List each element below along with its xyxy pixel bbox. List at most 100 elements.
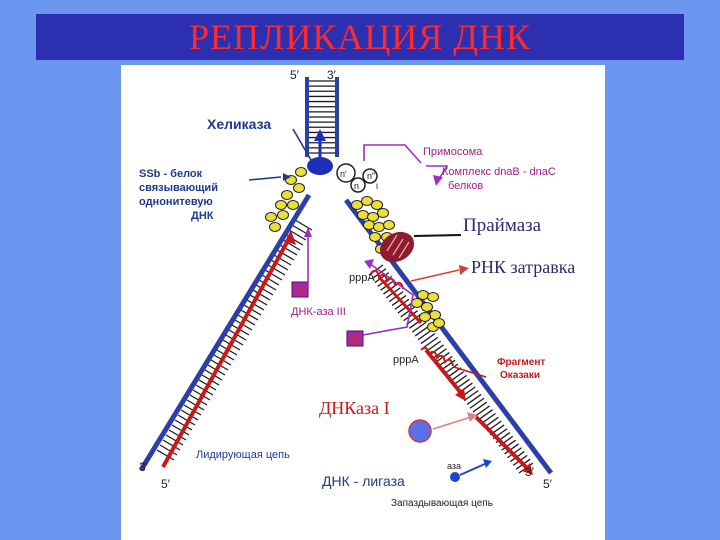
base-pair-rung — [174, 419, 193, 431]
base-pair-rung — [432, 348, 447, 360]
base-pair-rung — [156, 449, 175, 461]
base-pair-rung — [159, 444, 178, 456]
rna-primer-1 — [370, 269, 404, 290]
dnase-i-icon — [408, 419, 432, 443]
label-3-prime-left: 3′ — [139, 460, 149, 474]
label-complex-2: белков — [448, 180, 483, 192]
ssb-protein-dot — [371, 200, 383, 210]
ssb-protein-dot — [369, 232, 381, 242]
label-5-prime-right: 5′ — [543, 477, 553, 491]
base-pair-rung — [264, 269, 283, 281]
helicase-arrowhead — [314, 129, 326, 141]
helicase-label-pointer — [292, 128, 312, 161]
leading-new-strand — [161, 234, 293, 468]
base-pair-rung — [406, 313, 421, 326]
base-pair-rung — [475, 405, 491, 417]
ssb-protein-dot — [281, 190, 293, 200]
ssb-protein-dot — [275, 200, 287, 210]
label-primosome: Примосома — [423, 146, 483, 158]
ssb-protein-dot — [357, 210, 369, 220]
label-ssb-3: однонитевую — [139, 196, 213, 208]
base-pair-rung — [423, 336, 439, 348]
ssb-protein-dot — [433, 318, 445, 328]
lagging-fragment-2 — [424, 348, 463, 395]
base-pair-rung — [243, 304, 262, 316]
base-pair-rung — [240, 309, 259, 321]
primase-stripes — [386, 234, 410, 259]
ssb-protein-dot — [361, 196, 373, 206]
base-pair-rung — [420, 333, 436, 345]
ssb-protein-dot — [427, 292, 439, 302]
base-pair-rung — [246, 299, 265, 311]
base-pair-rung — [252, 289, 271, 301]
page-title: РЕПЛИКАЦИЯ ДНК — [188, 17, 531, 57]
base-pair-rung — [294, 219, 313, 231]
label-5-prime-top: 5′ — [290, 68, 300, 82]
label-ssb-4: ДНК — [191, 210, 214, 222]
ssb-label-pointer — [248, 176, 282, 181]
ssb-protein-dot — [277, 210, 289, 220]
base-pair-rung — [397, 302, 413, 314]
label-helicase: Хеликаза — [207, 116, 271, 132]
ssb-protein-dot — [363, 220, 375, 230]
rna-primer-2 — [420, 346, 454, 367]
label-aza: аза — [447, 461, 461, 471]
base-pair-rung — [466, 393, 482, 405]
label-i: i — [376, 181, 378, 191]
label-dnase-i: ДНКаза I — [319, 398, 390, 418]
base-pair-rung — [481, 412, 496, 425]
primase-icon — [379, 231, 415, 263]
ssb-protein-dot — [419, 312, 431, 322]
ssb-protein-dot — [265, 212, 277, 222]
base-pair-rung — [288, 229, 307, 241]
label-primase: Праймаза — [463, 215, 542, 236]
primase-pointer — [413, 234, 462, 237]
base-pair-rung — [267, 264, 286, 276]
svg-text:Ø: Ø — [351, 335, 359, 346]
primosome-loop-3 — [362, 168, 378, 184]
ssb-protein-dot — [351, 200, 363, 210]
dna-pol-iii-square-1 — [291, 281, 309, 298]
label-ssb-1: SSb - белок — [139, 168, 203, 180]
ssb-protein-dot — [269, 222, 281, 232]
label-rna-primer: РНК затравка — [471, 257, 575, 277]
base-pair-rung — [463, 390, 479, 402]
label-dna-pol-iii: ДНК-аза III — [291, 306, 346, 318]
label-ssb-2: связывающий — [139, 182, 218, 194]
label-n-dprime: n″ — [367, 171, 376, 181]
svg-text:Ø: Ø — [296, 286, 304, 297]
label-lagging-strand: Запаздывающая цепь — [391, 498, 493, 509]
base-pair-rung — [270, 259, 289, 271]
label-pppa-top: pppA — [349, 272, 375, 284]
ssb-protein-dot — [377, 208, 389, 218]
base-pair-rung — [400, 306, 416, 318]
base-pair-rung — [472, 401, 488, 413]
ssb-protein-dot — [417, 290, 429, 300]
label-leading-strand: Лидирующая цепь — [196, 449, 290, 461]
helicase-icon — [307, 157, 333, 175]
base-pair-rung — [417, 329, 433, 341]
diagram-panel: Ø Ø 5′ 3′ Хеликаза SSb — [121, 65, 605, 540]
base-pair-rung — [429, 344, 444, 356]
label-3-prime-right: 3′ — [525, 465, 535, 479]
label-n: n — [354, 181, 359, 191]
base-pair-rung — [411, 321, 427, 333]
ssb-protein-dot — [293, 183, 305, 193]
label-pppa-bottom: pppA — [393, 354, 419, 366]
label-5-prime-left: 5′ — [161, 477, 171, 491]
base-pair-rung — [504, 443, 519, 455]
base-pair-rung — [469, 397, 485, 409]
base-pair-rungs — [156, 80, 534, 474]
base-pair-rung — [255, 284, 274, 296]
dna-pol-iii-square-2 — [346, 330, 364, 347]
label-okazaki-1: Фрагмент — [497, 357, 545, 368]
leading-template-strand — [138, 193, 312, 472]
base-pair-rung — [414, 325, 430, 337]
base-pair-rung — [165, 434, 184, 446]
ssb-protein-dot — [287, 200, 299, 210]
label-ligase: ДНК - лигаза — [322, 473, 405, 489]
base-pair-rung — [162, 439, 181, 451]
primosome-loop-1 — [336, 163, 356, 183]
base-pair-rung — [258, 279, 277, 291]
lagging-fragment-3 — [474, 415, 531, 472]
